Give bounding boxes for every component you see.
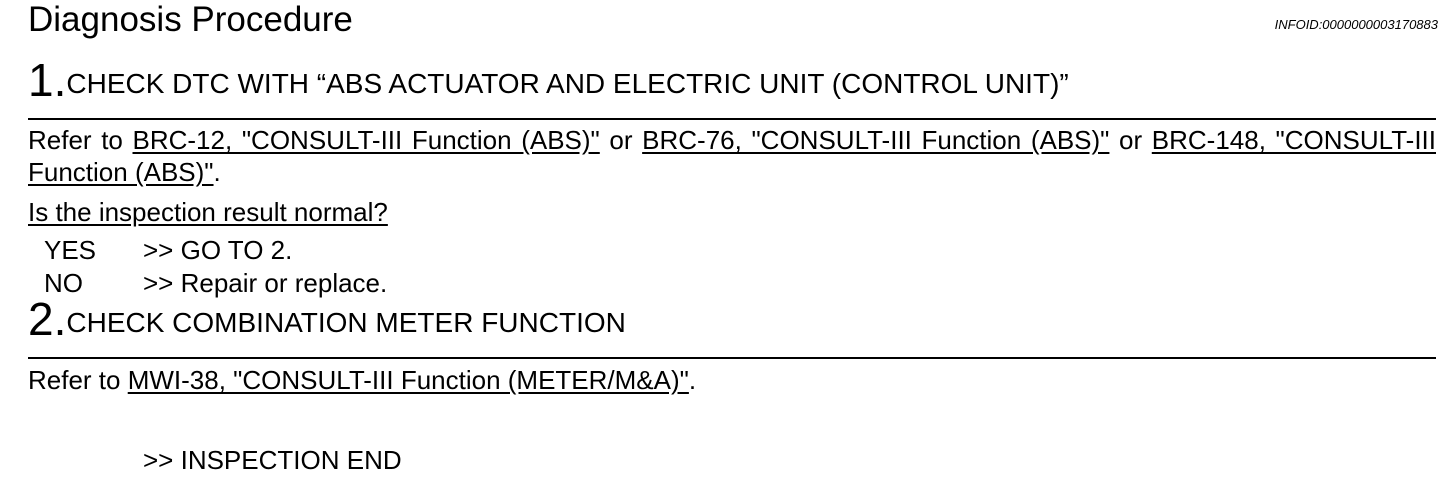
step-2-reference: Refer to MWI-38, "CONSULT-III Function (… — [28, 364, 696, 396]
period: . — [688, 365, 697, 395]
link-brc-76[interactable]: BRC-76, "CONSULT-III Function (ABS)" — [642, 125, 1110, 155]
link-mwi-38[interactable]: MWI-38, "CONSULT-III Function (METER/M&A… — [127, 365, 689, 395]
step-1-title: CHECK DTC WITH “ABS ACTUATOR AND ELECTRI… — [66, 68, 1069, 99]
period: . — [213, 157, 221, 187]
or-text: or — [599, 125, 643, 155]
answer-yes-action: >> GO TO 2. — [143, 235, 293, 265]
step-1-number: 1. — [28, 54, 67, 106]
info-id: INFOID:0000000003170883 — [1274, 17, 1438, 32]
step-2-number: 2. — [28, 293, 67, 345]
step-2-title: CHECK COMBINATION METER FUNCTION — [66, 307, 626, 338]
step-1-heading: 1.CHECK DTC WITH “ABS ACTUATOR AND ELECT… — [28, 57, 1069, 103]
answer-no-action: >> Repair or replace. — [143, 268, 388, 298]
or-text: or — [1109, 125, 1152, 155]
link-brc-12[interactable]: BRC-12, "CONSULT-III Function (ABS)" — [132, 125, 600, 155]
step-2-divider — [28, 357, 1436, 359]
page-title: Diagnosis Procedure — [28, 0, 353, 39]
inspection-question: Is the inspection result normal? — [28, 197, 388, 227]
step-2-heading: 2.CHECK COMBINATION METER FUNCTION — [28, 296, 626, 342]
refer-prefix: Refer to — [28, 365, 128, 395]
refer-prefix: Refer to — [28, 125, 133, 155]
answer-no-label: NO — [44, 268, 83, 298]
step-1-divider — [28, 118, 1436, 120]
answer-yes-label: YES — [44, 235, 97, 265]
link-brc-148[interactable]: BRC-148, "CONSULT-III Function (ABS)" — [28, 125, 1436, 187]
step-1-reference: Refer to BRC-12, "CONSULT-III Function (… — [28, 124, 1436, 188]
inspection-end: >> INSPECTION END — [143, 445, 402, 475]
